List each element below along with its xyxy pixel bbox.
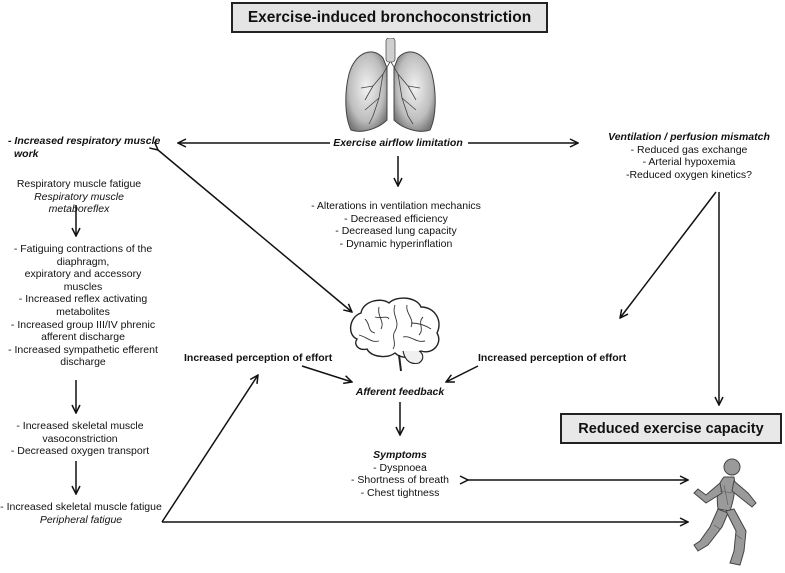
list-item: - Dynamic hyperinflation bbox=[339, 237, 453, 250]
list-item: muscles bbox=[63, 280, 103, 293]
list-item: - Fatiguing contractions of the bbox=[13, 243, 153, 255]
list-item: diaphragm, bbox=[56, 255, 110, 268]
muscle-fatigue-label: Respiratory muscle fatigue bbox=[16, 178, 142, 190]
list-item: -Reduced oxygen kinetics? bbox=[625, 168, 753, 181]
skeletal-fatigue-label: - Increased skeletal muscle fatigue bbox=[0, 501, 162, 513]
reduced-capacity-box: Reduced exercise capacity bbox=[560, 413, 782, 444]
diagram-title: Exercise-induced bronchoconstriction bbox=[247, 8, 532, 26]
arrow-perception-right-to-afferent bbox=[446, 365, 479, 382]
respiratory-work-label: - Increased respiratory muscle work bbox=[8, 135, 173, 160]
symptoms-title: Symptoms bbox=[373, 449, 427, 461]
afferent-feedback-label: Afferent feedback bbox=[355, 386, 445, 398]
airflow-limitation-label: Exercise airflow limitation bbox=[333, 137, 463, 149]
brain-icon bbox=[350, 297, 440, 372]
respiratory-work-line2: work bbox=[14, 147, 39, 160]
title-box: Exercise-induced bronchoconstriction bbox=[231, 2, 548, 33]
arrow-work-brain bbox=[158, 150, 352, 312]
vq-mismatch-block: Ventilation / perfusion mismatch - Reduc… bbox=[600, 131, 778, 181]
list-item: - Increased reflex activating bbox=[18, 293, 148, 306]
list-item: expiratory and accessory bbox=[24, 268, 142, 281]
list-item: - Increased skeletal muscle bbox=[16, 420, 144, 432]
lungs-icon bbox=[345, 38, 436, 132]
perception-effort-right: Increased perception of effort bbox=[478, 352, 627, 364]
contractions-list: - Fatiguing contractions of the diaphrag… bbox=[2, 243, 164, 369]
list-item: - Increased group III/IV phrenic bbox=[10, 318, 156, 331]
list-item: - Arterial hypoxemia bbox=[642, 156, 736, 169]
symptoms-block: Symptoms - Dyspnoea - Shortness of breat… bbox=[330, 449, 470, 499]
perception-effort-left: Increased perception of effort bbox=[184, 352, 333, 364]
list-item: - Decreased lung capacity bbox=[335, 225, 457, 238]
list-item: - Shortness of breath bbox=[350, 474, 450, 487]
respiratory-work-line1: - Increased respiratory muscle bbox=[8, 135, 161, 147]
list-item: - Alterations in ventilation mechanics bbox=[311, 200, 481, 212]
list-item: vasoconstriction bbox=[42, 432, 118, 445]
list-item: - Reduced gas exchange bbox=[630, 143, 748, 156]
muscle-fatigue-block: Respiratory muscle fatigue Respiratory m… bbox=[4, 178, 154, 216]
metaboreflex-label: Respiratory muscle metaboreflex bbox=[34, 190, 124, 216]
arrow-peripheral-to-perception bbox=[161, 375, 258, 523]
vq-mismatch-title: Ventilation / perfusion mismatch bbox=[608, 131, 770, 143]
list-item: metabolites bbox=[56, 305, 110, 318]
arrow-perception-left-to-afferent bbox=[301, 365, 352, 382]
arrow-vq-to-perception bbox=[620, 191, 717, 318]
list-item: - Dyspnoea bbox=[373, 461, 427, 474]
list-item: - Increased sympathetic efferent bbox=[8, 343, 158, 356]
vasoconstriction-list: - Increased skeletal muscle vasoconstric… bbox=[4, 420, 156, 458]
list-item: - Chest tightness bbox=[360, 486, 440, 499]
list-item: - Decreased oxygen transport bbox=[10, 445, 150, 458]
runner-icon bbox=[693, 458, 757, 566]
mechanics-list: - Alterations in ventilation mechanics -… bbox=[296, 200, 496, 250]
peripheral-fatigue-block: - Increased skeletal muscle fatigue Peri… bbox=[0, 501, 162, 526]
reduced-capacity-label: Reduced exercise capacity bbox=[578, 420, 764, 437]
peripheral-fatigue-label: Peripheral fatigue bbox=[39, 513, 123, 526]
list-item: afferent discharge bbox=[41, 331, 125, 344]
list-item: discharge bbox=[60, 356, 106, 369]
list-item: - Decreased efficiency bbox=[344, 212, 448, 225]
